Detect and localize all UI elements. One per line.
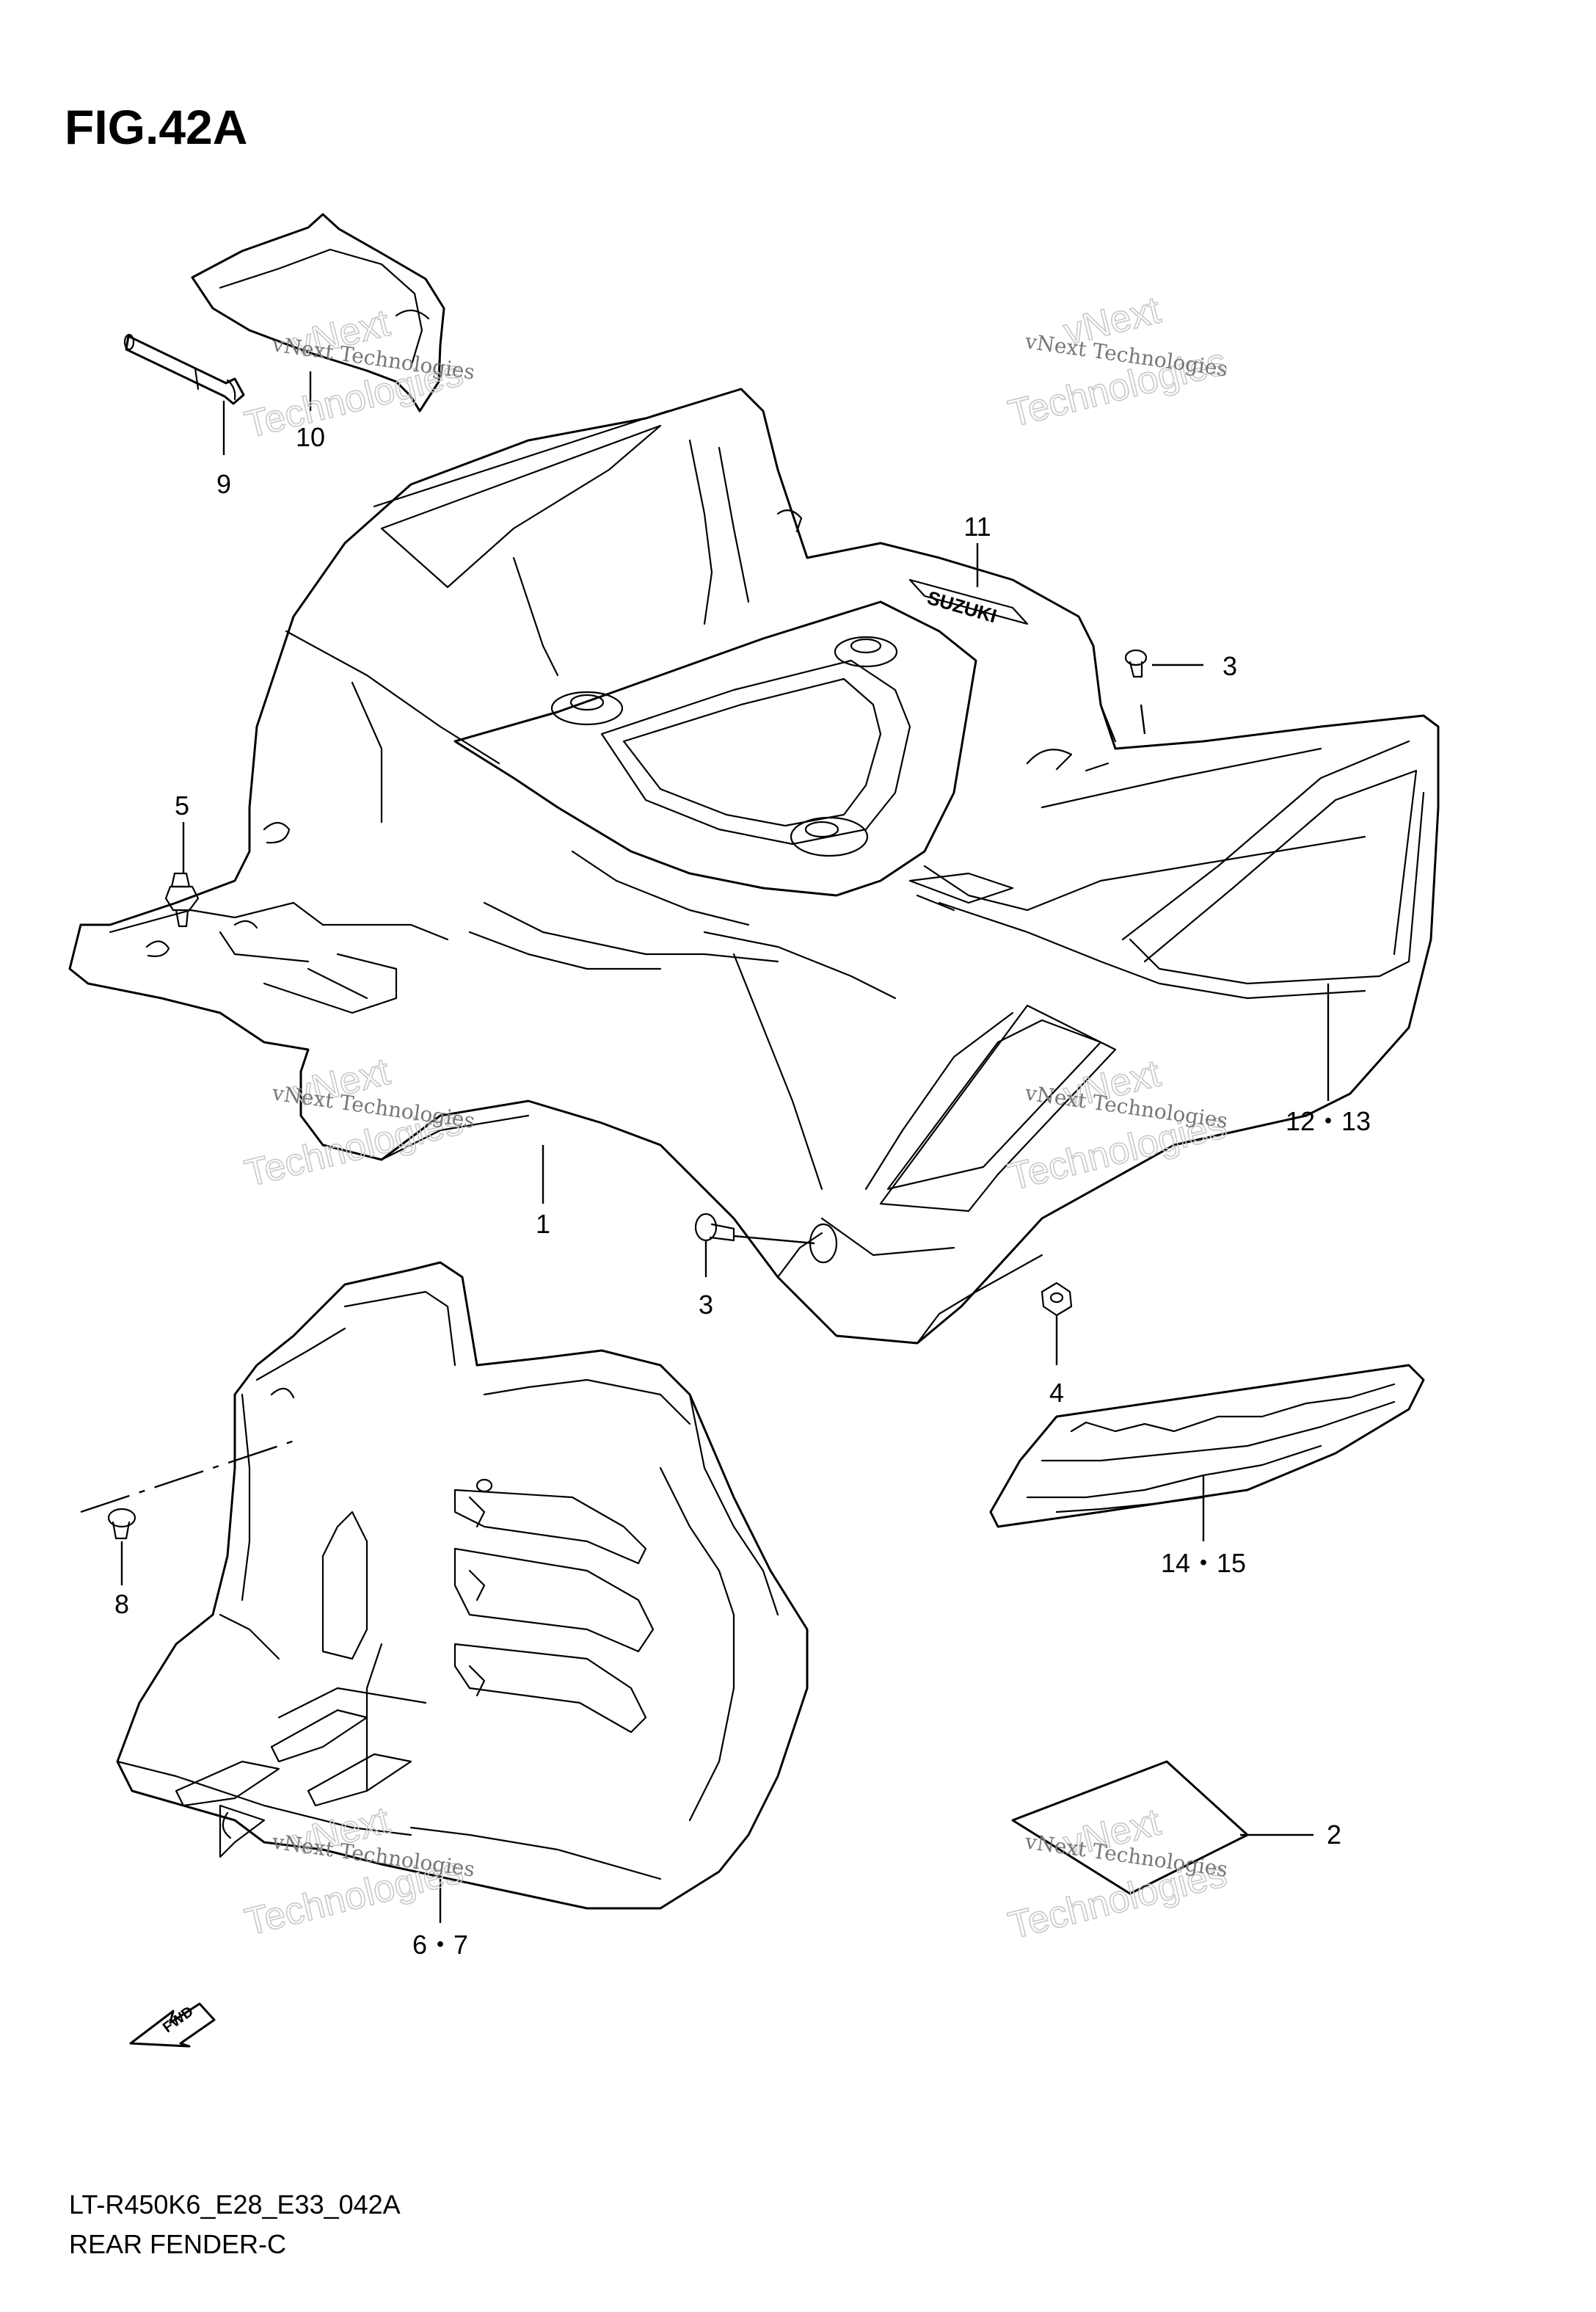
part-5-clip [164,872,200,928]
part-3-bolt-lower [694,1213,735,1242]
part-1-rear-fender [68,388,1440,1345]
fwd-arrow-icon: FWD [129,2002,216,2048]
part-11-decal: SUZUKI [908,578,1029,628]
callout-14-15: 14・15 [1161,1548,1246,1578]
callout-12-13: 12・13 [1286,1106,1371,1136]
callout-5: 5 [175,790,189,821]
leader-lines [80,371,1330,1923]
figure-title: FIG.42A [65,100,247,154]
part-8-screw [107,1508,136,1540]
decal-brand-text: SUZUKI [925,586,999,628]
callout-3-upper: 3 [1222,651,1237,681]
footer-diagram-code: LT-R450K6_E28_E33_042A [69,2189,401,2220]
callout-3-lower: 3 [699,1290,713,1320]
callout-4: 4 [1049,1378,1064,1408]
part-4-nut [1041,1282,1073,1317]
callout-11: 11 [963,512,991,542]
part-9-pin [123,333,245,405]
footer-diagram-name: REAR FENDER-C [69,2229,286,2259]
callout-10: 10 [296,422,325,452]
callout-9: 9 [216,469,231,499]
callouts: 10 9 11 3 5 12・13 1 3 4 14・15 2 8 6・7 [114,422,1371,1960]
callout-1: 1 [536,1209,550,1239]
callout-6-7: 6・7 [412,1930,468,1960]
part-3-bolt-upper [1124,649,1148,678]
callout-2: 2 [1327,1820,1341,1850]
callout-8: 8 [114,1589,129,1619]
part-6-7-mud-guard [116,1261,809,1910]
part-10-seat-pad [191,213,445,412]
part-14-15-side-decal [989,1364,1425,1528]
